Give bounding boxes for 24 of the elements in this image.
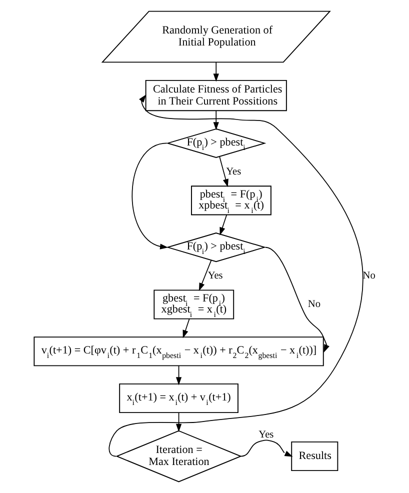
arrow — [219, 214, 227, 236]
edge-label: No — [307, 299, 320, 310]
node-box: Calculate Fitness of Particles in Their Current Possitions — [144, 80, 286, 112]
node-box: Results — [290, 441, 338, 472]
arrow — [175, 365, 182, 386]
edge-label: Yes — [258, 430, 274, 441]
arrow — [108, 94, 363, 457]
arrow — [182, 318, 190, 338]
edge-label: No — [362, 270, 375, 282]
arrow — [212, 110, 218, 130]
arrow — [240, 440, 292, 457]
node-box: pbest$_{i}$ = F(p$_{i}$) xpbest$_{i}$ = x$_{i}$(t) — [190, 186, 271, 216]
node-box: v⃗$_{i}$(t+1) = C[φv⃗$_{i}$(t) + r$_{1}$C$_{1}$(x⃗$_{pbesti}$ − x$_{i}$(t)) + r$_{2}$C$_{2}$(x⃗$_{gbesti}$ − x⃗$_{i}$(t))] — [33, 336, 324, 366]
edge-label: Yes — [226, 166, 241, 178]
arrow — [264, 246, 329, 353]
arrow — [212, 62, 218, 82]
node-diamond: Iteration = Max Iteration — [115, 430, 242, 482]
arrow — [175, 412, 182, 432]
arrow — [218, 156, 228, 188]
node-box: gbest$_{i}$ = F(p$_{i}$) xgbest$_{i}$ = x$_{i}$(t) — [153, 290, 234, 320]
node-box: x$_{i}$(t+1) = x$_{i}$(t) + v$_{i}$(t+1) — [118, 383, 238, 414]
arrow — [131, 142, 168, 250]
edge-label: Yes — [207, 270, 222, 282]
arrow — [198, 260, 212, 292]
